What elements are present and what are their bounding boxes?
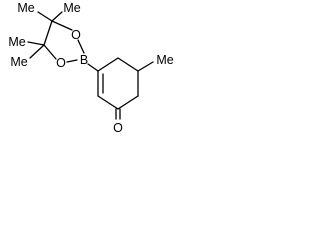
label-o-lower: O: [56, 56, 66, 70]
bond-ring-c1-c2: [97, 95, 119, 110]
chemical-structure-diagram: Me Me Me Me O O B Me O: [8, 1, 173, 135]
ketone-carbonyl: [115, 108, 121, 120]
label-o-upper: O: [71, 28, 81, 42]
label-me-top-left: Me: [17, 1, 34, 15]
bond-ring-c4-c5: [117, 57, 139, 72]
label-me-ring: Me: [156, 53, 173, 67]
label-boron: B: [80, 53, 88, 67]
bond-ring-c6-c1: [117, 95, 139, 110]
bond-c1-c2: [43, 20, 53, 46]
bond-o-upper-b: [77, 39, 85, 54]
label-me-mid-left: Me: [8, 35, 25, 49]
bond-b-ring: [87, 63, 99, 72]
bond-c2-me-mid-left: [27, 41, 45, 46]
cyclohexenone-ring: [97, 57, 139, 110]
label-me-top-right: Me: [63, 1, 80, 15]
bond-c1-me-top-left: [37, 11, 53, 22]
bond-b-o-lower: [66, 59, 78, 63]
atom-labels: Me Me Me Me O O B Me O: [8, 1, 173, 135]
bond-c1-me-top-right: [51, 11, 63, 22]
bond-o-lower-c2: [43, 44, 57, 60]
bond-c5-methyl: [137, 61, 154, 72]
bond-c1-o-upper: [51, 20, 73, 31]
bond-ring-c3-c4: [97, 57, 119, 72]
label-me-low-left: Me: [10, 55, 27, 69]
pinacol-methyl-bonds: [27, 11, 63, 59]
dioxaborolane-ring: [43, 20, 85, 63]
label-o-ketone: O: [113, 121, 123, 135]
bond-c2-me-low-left: [29, 44, 45, 59]
